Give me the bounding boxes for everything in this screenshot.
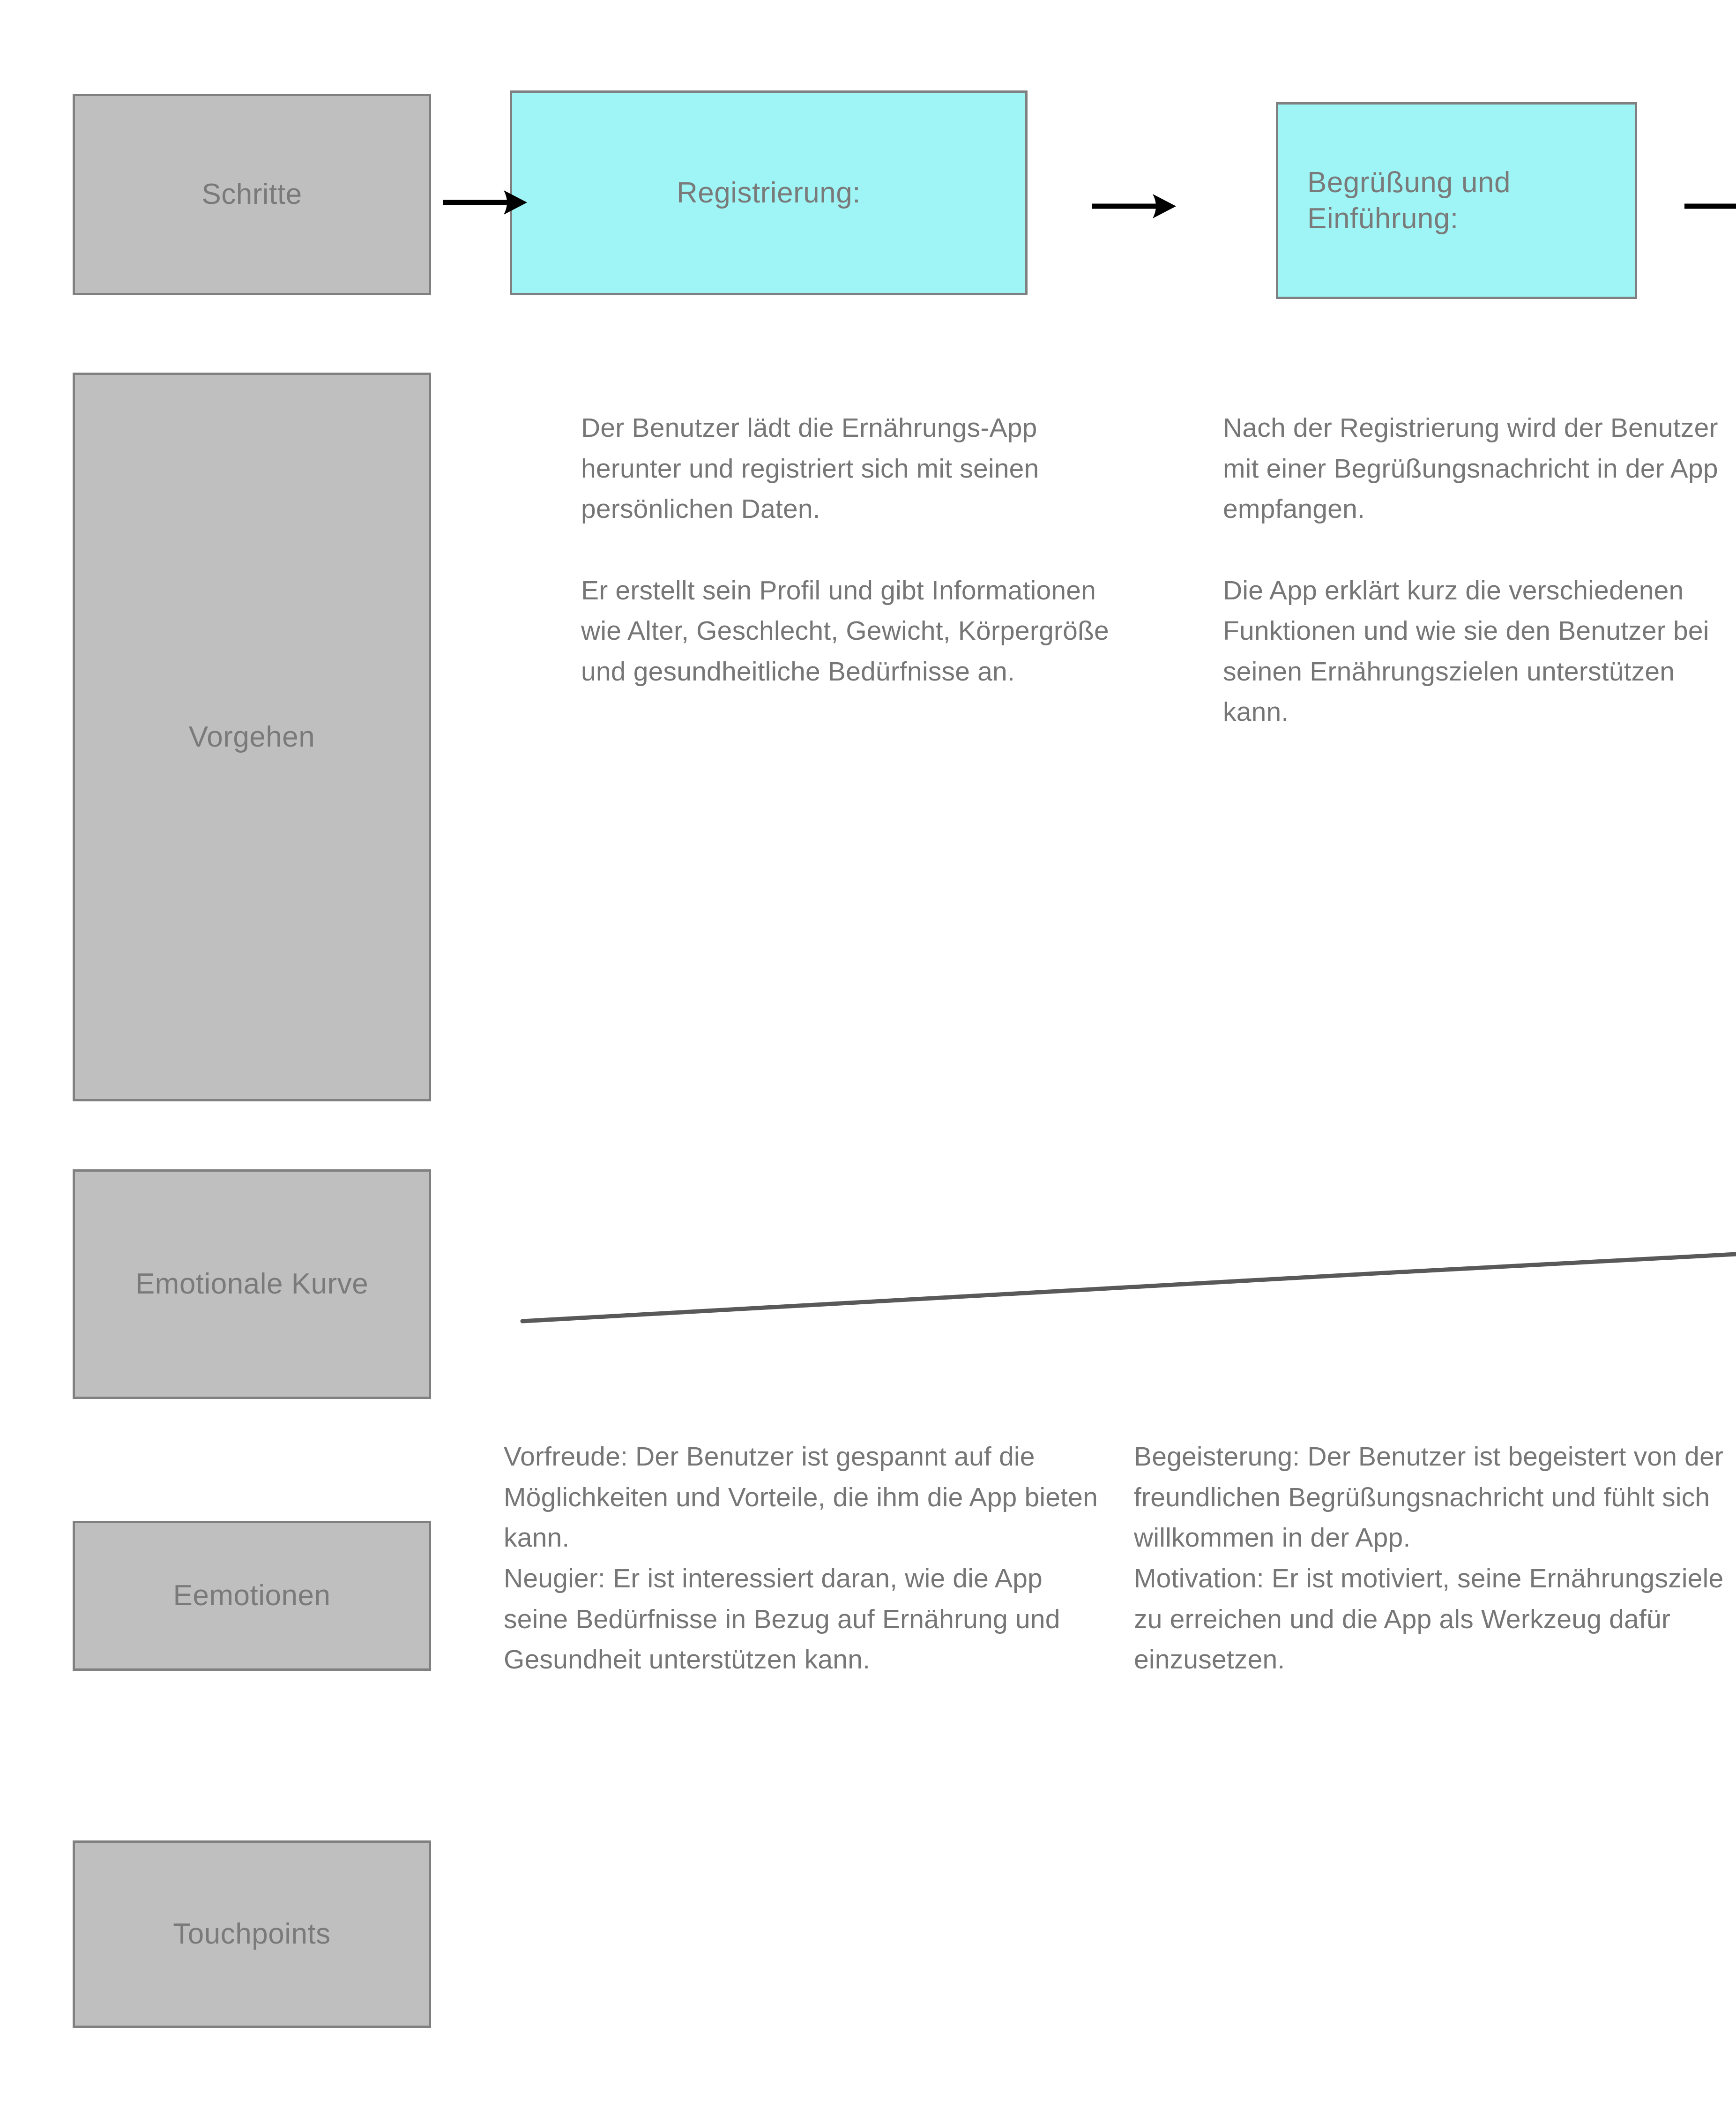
row-label-vorgehen[interactable]: Vorgehen [73, 373, 431, 1101]
row-label-touchpoints-text: Touchpoints [173, 1918, 331, 1951]
row-label-eemotionen-text: Eemotionen [173, 1579, 331, 1612]
row-label-vorgehen-text: Vorgehen [188, 720, 315, 753]
stage-box-registrierung[interactable]: Registrierung: [510, 90, 1028, 295]
emotion-curve-line [520, 1252, 1736, 1324]
row-label-eemotionen[interactable]: Eemotionen [73, 1521, 431, 1671]
arrow-right-icon [1684, 203, 1736, 209]
row-label-emotionale-kurve-text: Emotionale Kurve [135, 1268, 369, 1301]
arrow-right-icon [1092, 194, 1176, 218]
arrow-right-icon [443, 190, 527, 215]
stage-box-registrierung-label: Registrierung: [677, 176, 861, 209]
stage-box-begruessung-einfuehrung[interactable]: Begrüßung und Einführung: [1276, 102, 1637, 299]
vorgehen-text-registrierung: Der Benutzer lädt die Ernährungs-App her… [581, 413, 1109, 687]
row-label-schritte[interactable]: Schritte [73, 94, 431, 295]
stage-box-begruessung-einfuehrung-label: Begrüßung und Einführung: [1307, 166, 1511, 235]
emotion-text-begruessung: Begeisterung: Der Benutzer ist begeister… [1134, 1442, 1724, 1675]
vorgehen-text-begruessung: Nach der Registrierung wird der Benutzer… [1223, 413, 1718, 727]
row-label-touchpoints[interactable]: Touchpoints [73, 1840, 431, 2028]
row-label-emotionale-kurve[interactable]: Emotionale Kurve [73, 1169, 431, 1399]
row-label-schritte-text: Schritte [201, 178, 302, 211]
emotion-text-registrierung: Vorfreude: Der Benutzer ist gespannt auf… [504, 1442, 1098, 1675]
